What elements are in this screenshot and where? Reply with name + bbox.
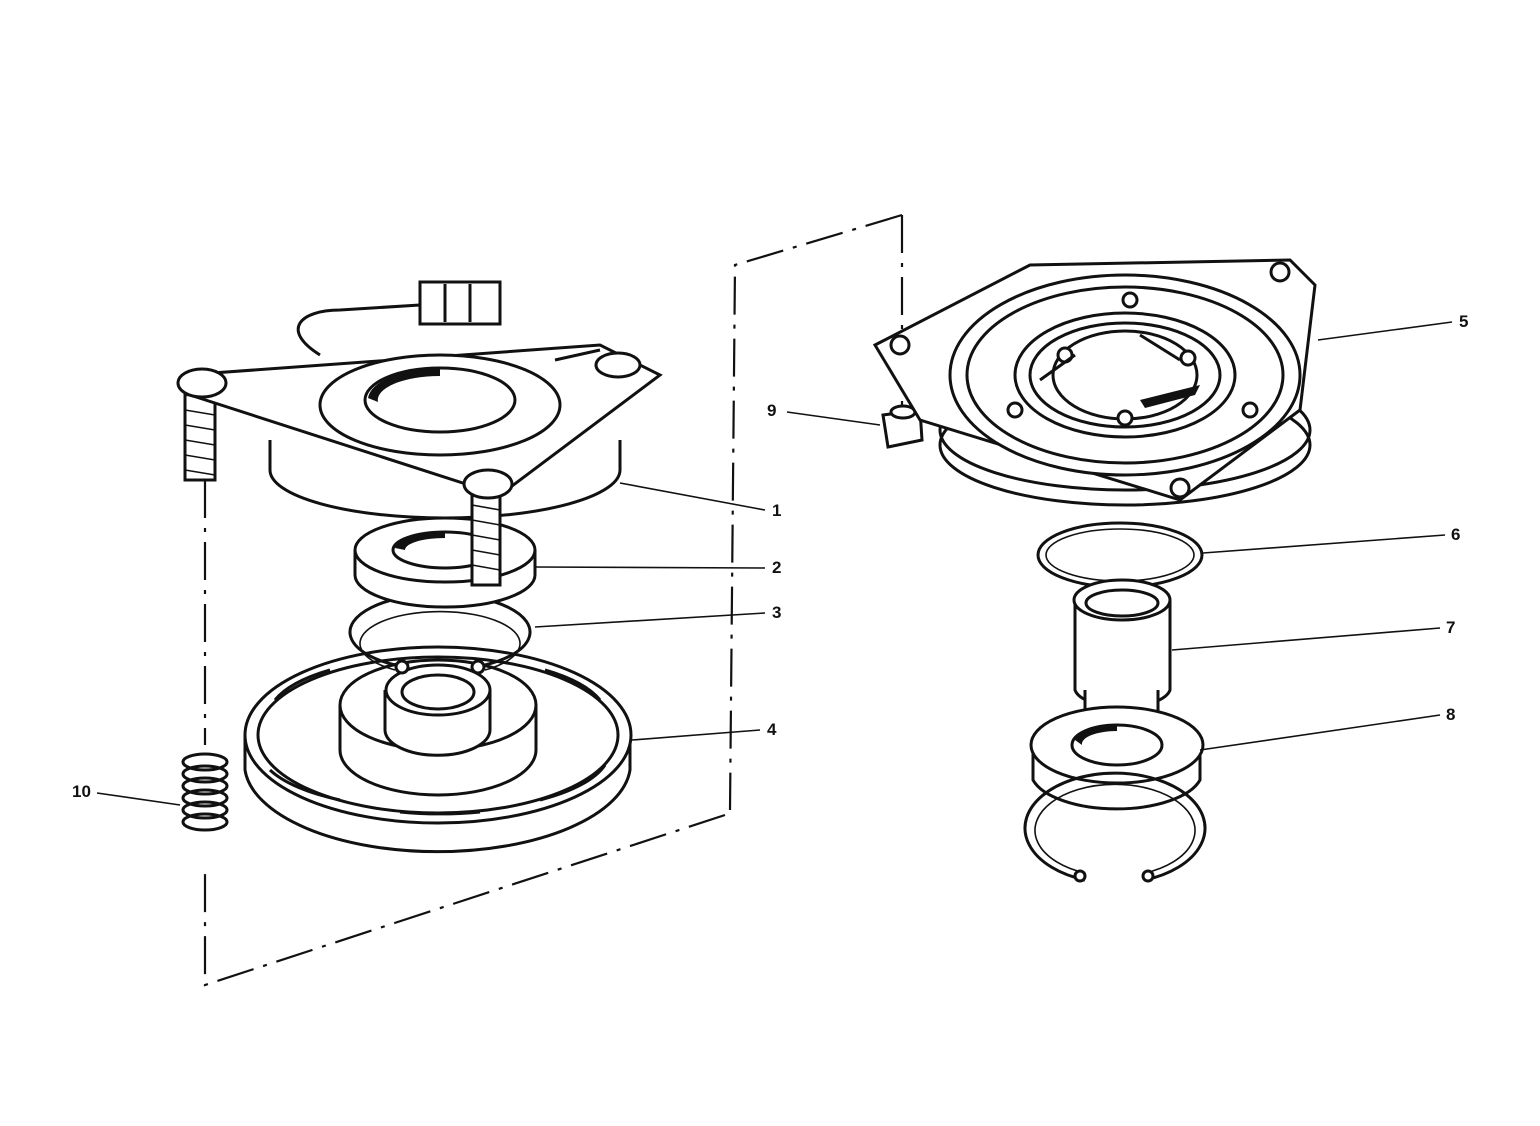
part-10-spring xyxy=(181,752,229,832)
part-2-bearing xyxy=(353,516,537,609)
callout-6: 6 xyxy=(1451,525,1461,544)
part-7-hub xyxy=(1072,578,1172,732)
leader-2 xyxy=(534,566,766,569)
assembly-boundary xyxy=(203,213,904,987)
leader-6 xyxy=(1202,534,1446,554)
leader-7 xyxy=(1171,627,1441,651)
part-8-bearing xyxy=(1029,705,1205,811)
retaining-ring xyxy=(1023,771,1207,883)
leader-4 xyxy=(631,729,761,741)
callout-9: 9 xyxy=(767,401,777,420)
leader-lines xyxy=(96,321,1453,806)
part-6-ring xyxy=(1036,521,1204,589)
callout-5: 5 xyxy=(1459,312,1469,331)
callout-7: 7 xyxy=(1446,618,1456,637)
part-1-field-coil-housing xyxy=(176,280,663,587)
callout-10: 10 xyxy=(72,782,91,801)
part-5-drive-plate xyxy=(872,258,1317,507)
leader-10 xyxy=(96,792,181,806)
leader-3 xyxy=(534,612,766,628)
callout-1: 1 xyxy=(772,501,782,520)
leader-5 xyxy=(1317,321,1453,341)
callout-3: 3 xyxy=(772,603,782,622)
leader-9 xyxy=(786,411,881,426)
part-4-pulley-disc xyxy=(243,645,633,854)
leader-8 xyxy=(1199,714,1441,751)
callout-8: 8 xyxy=(1446,705,1456,724)
callout-2: 2 xyxy=(772,558,782,577)
callout-4: 4 xyxy=(767,720,777,739)
leader-1 xyxy=(619,482,766,511)
